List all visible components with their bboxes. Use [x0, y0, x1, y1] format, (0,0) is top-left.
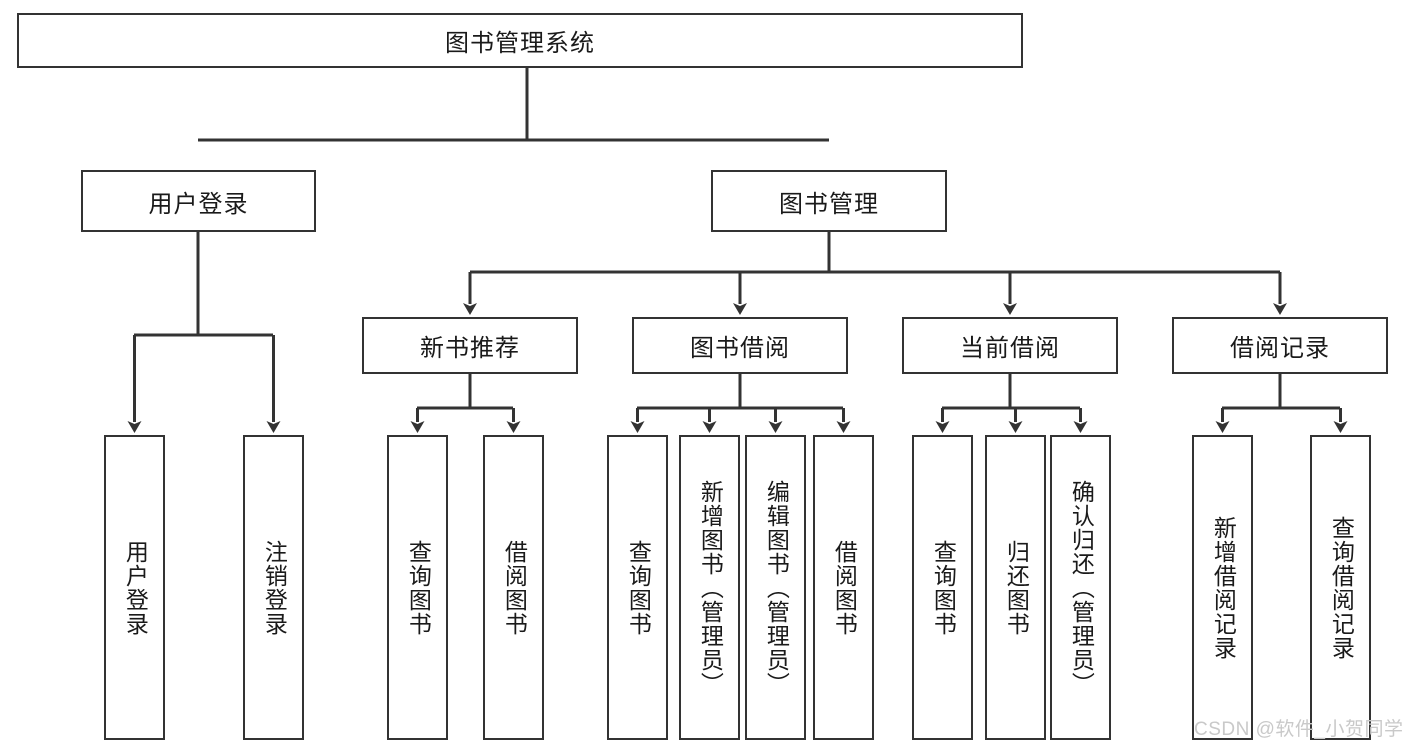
node-label: 图书借阅: [690, 335, 790, 362]
node-label: 图书管理: [779, 190, 879, 218]
node-leaf-query-book-2[interactable]: 查询图书: [607, 435, 668, 740]
node-leaf-borrow-book-1[interactable]: 借阅图书: [483, 435, 544, 740]
node-borrow-record[interactable]: 借阅记录: [1172, 317, 1388, 374]
node-leaf-user-login[interactable]: 用户登录: [104, 435, 165, 740]
node-label: 查询图书: [930, 539, 957, 636]
node-label: 图书管理系统: [445, 30, 595, 57]
node-label: 新书推荐: [420, 335, 520, 362]
node-user-login[interactable]: 用户登录: [81, 170, 316, 232]
node-label: 编辑图书（管理员）: [763, 479, 790, 696]
node-label: 查询借阅记录: [1328, 515, 1355, 660]
node-leaf-query-book-3[interactable]: 查询图书: [912, 435, 973, 740]
node-label: 新增图书（管理员）: [697, 479, 724, 696]
node-root[interactable]: 图书管理系统: [17, 13, 1023, 68]
node-current-borrow[interactable]: 当前借阅: [902, 317, 1118, 374]
node-label: 注销登录: [261, 539, 288, 636]
node-label: 用户登录: [122, 539, 149, 636]
node-label: 归还图书: [1003, 539, 1030, 636]
node-leaf-add-record[interactable]: 新增借阅记录: [1192, 435, 1253, 740]
node-leaf-query-record[interactable]: 查询借阅记录: [1310, 435, 1371, 740]
node-leaf-add-book[interactable]: 新增图书（管理员）: [679, 435, 740, 740]
node-book-manage[interactable]: 图书管理: [711, 170, 947, 232]
node-label: 借阅记录: [1230, 335, 1330, 362]
node-leaf-edit-book[interactable]: 编辑图书（管理员）: [745, 435, 806, 740]
node-label: 借阅图书: [831, 539, 858, 636]
node-leaf-borrow-book-2[interactable]: 借阅图书: [813, 435, 874, 740]
node-label: 新增借阅记录: [1210, 515, 1237, 660]
node-leaf-confirm-return[interactable]: 确认归还（管理员）: [1050, 435, 1111, 740]
node-new-book-rec[interactable]: 新书推荐: [362, 317, 578, 374]
node-label: 查询图书: [625, 539, 652, 636]
node-label: 当前借阅: [960, 335, 1060, 362]
node-label: 用户登录: [148, 190, 249, 218]
node-label: 借阅图书: [501, 539, 528, 636]
node-leaf-query-book-1[interactable]: 查询图书: [387, 435, 448, 740]
node-label: 查询图书: [405, 539, 432, 636]
node-label: 确认归还（管理员）: [1068, 479, 1095, 696]
node-leaf-return-book[interactable]: 归还图书: [985, 435, 1046, 740]
node-book-borrow[interactable]: 图书借阅: [632, 317, 848, 374]
node-leaf-user-logout[interactable]: 注销登录: [243, 435, 304, 740]
